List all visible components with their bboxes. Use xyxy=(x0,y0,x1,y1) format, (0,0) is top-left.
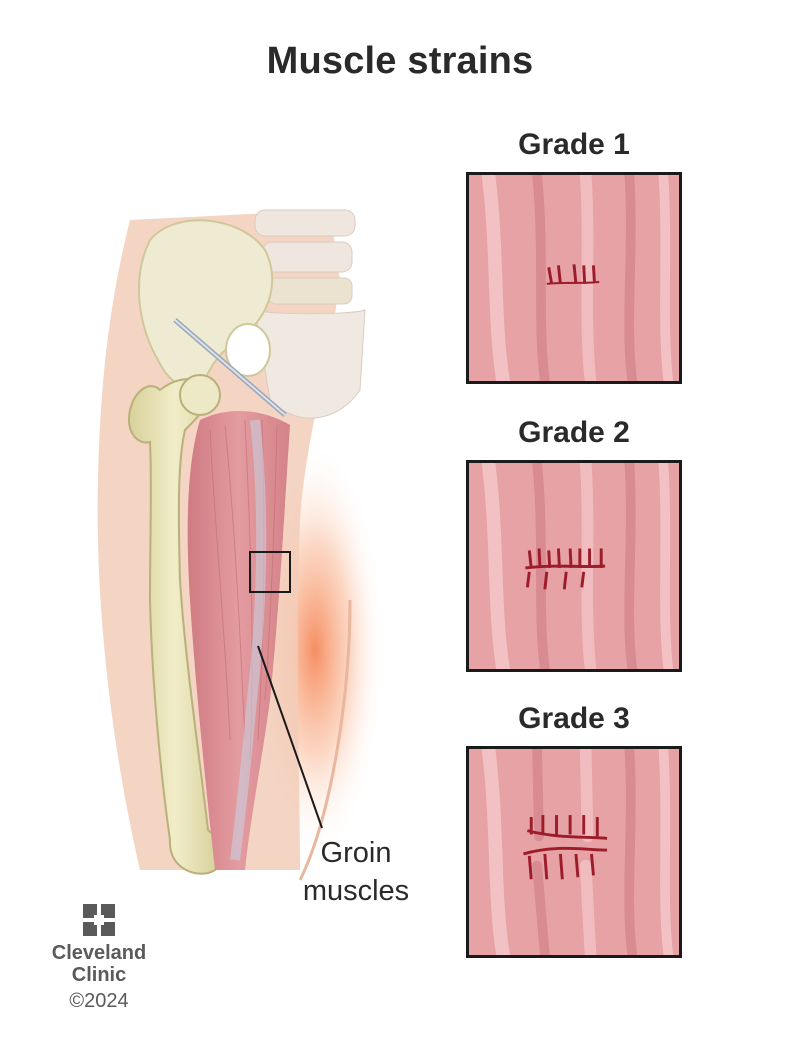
strain-site-box xyxy=(249,551,291,593)
grade-2-panel xyxy=(466,460,682,672)
groin-muscles-label-line2: muscles xyxy=(302,875,410,907)
grade-3-tears xyxy=(523,815,608,880)
groin-muscles-label-line1: Groin xyxy=(320,837,392,869)
obturator-foramen xyxy=(225,323,271,377)
grade-1-tears xyxy=(546,264,600,285)
grade-3-panel xyxy=(466,746,682,958)
cleveland-clinic-logo-icon xyxy=(83,904,115,936)
grade-3-label: Grade 3 xyxy=(518,702,630,735)
copyright-text: ©2024 xyxy=(69,990,129,1012)
grade-1-label: Grade 1 xyxy=(518,128,630,161)
groin-muscles-label: Groin muscles xyxy=(296,834,416,910)
sacrum xyxy=(254,309,366,419)
grade-2-tears xyxy=(525,548,606,590)
grade-3-tear-illustration xyxy=(469,749,679,955)
cleveland-clinic-logo: Cleveland Clinic ©2024 xyxy=(44,904,154,1014)
callout-leader-line xyxy=(257,645,323,829)
logo-name-line1: Cleveland xyxy=(51,942,147,964)
logo-name-line2: Clinic xyxy=(71,964,127,986)
grade-2-label: Grade 2 xyxy=(518,416,630,449)
page-title: Muscle strains xyxy=(266,40,534,82)
grade-1-tear-illustration xyxy=(469,175,679,381)
hip-thigh-anatomy-illustration xyxy=(97,209,385,881)
grade-1-panel xyxy=(466,172,682,384)
grade-2-tear-illustration xyxy=(469,463,679,669)
